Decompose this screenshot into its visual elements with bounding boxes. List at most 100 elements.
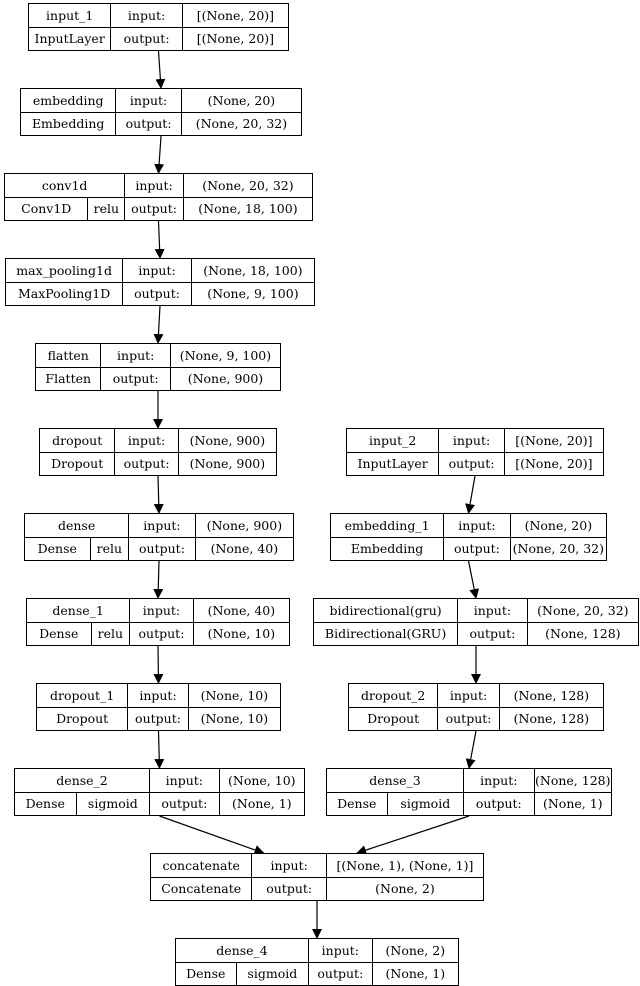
layer-row-input: flatten input:(None, 9, 100)	[36, 344, 280, 368]
layer-name: bidirectional(gru)	[329, 603, 442, 618]
layer-type: Bidirectional(GRU)	[324, 626, 447, 641]
output-label: output:	[129, 622, 193, 645]
input-shape: (None, 128)	[533, 769, 611, 792]
output-label: output:	[437, 707, 499, 730]
output-label: output:	[463, 792, 534, 815]
input-label: input:	[457, 599, 527, 622]
edge-dropout_1-to-dense_2	[154, 730, 165, 769]
layer-name: concatenate	[162, 858, 240, 873]
output-label: output:	[124, 197, 183, 220]
output-shape: (None, 10)	[192, 622, 289, 645]
input-label: input:	[251, 854, 326, 877]
output-shape: (None, 128)	[526, 622, 638, 645]
edge-dense_1-to-dropout_1	[153, 645, 164, 684]
input-shape: (None, 40)	[192, 599, 289, 622]
layer-activation: relu	[87, 197, 124, 220]
output-label: output:	[100, 367, 169, 390]
edge-embedding_1-to-bidirectional	[467, 560, 480, 599]
output-label: output:	[110, 27, 181, 50]
edge-dropout-to-dense	[153, 475, 164, 514]
output-label: output:	[251, 877, 326, 900]
layer-type: Dense	[186, 966, 226, 981]
output-shape: (None, 900)	[169, 367, 280, 390]
edge-max_pooling1d-to-flatten	[153, 305, 164, 344]
input-label: input:	[124, 174, 183, 197]
input-shape: (None, 128)	[498, 684, 603, 707]
layer-name: dropout	[52, 433, 103, 448]
output-shape: (None, 40)	[194, 537, 293, 560]
input-label: input:	[128, 514, 195, 537]
layer-activation: sigmoid	[235, 962, 308, 985]
layer-name: dropout_2	[360, 688, 426, 703]
input-shape: (None, 10)	[187, 684, 280, 707]
input-label: input:	[149, 769, 219, 792]
input-shape: [(None, 20)]	[181, 4, 288, 27]
input-label: input:	[100, 344, 169, 367]
layer-type: Dense	[39, 626, 79, 641]
output-shape: (None, 2)	[325, 877, 483, 900]
input-shape: (None, 20)	[509, 514, 606, 537]
output-label: output:	[149, 792, 219, 815]
layer-type: Dense	[37, 541, 77, 556]
edge-dense_3-to-concatenate	[356, 815, 470, 855]
input-label: input:	[308, 939, 372, 962]
output-label: output:	[122, 282, 191, 305]
input-shape: (None, 9, 100)	[169, 344, 280, 367]
edge-input_2-to-embedding_1	[465, 475, 476, 514]
layer-name: dense_1	[52, 603, 104, 618]
layer-type: Conv1D	[21, 201, 72, 216]
layer-activation: sigmoid	[75, 792, 150, 815]
edge-dense-to-dense_1	[153, 560, 164, 599]
layer-name: input_2	[368, 433, 417, 448]
input-shape: (None, 20, 32)	[182, 174, 312, 197]
layer-type: Flatten	[45, 371, 92, 386]
layer-type: MaxPooling1D	[17, 286, 111, 301]
layer-type: Dense	[25, 796, 65, 811]
layer-type: Embedding	[350, 541, 424, 556]
layer-name: flatten	[47, 348, 89, 363]
layer-node-flatten: flatten input:(None, 9, 100) Flatten output…	[35, 343, 281, 391]
layer-type: Dropout	[51, 456, 104, 471]
output-shape: (None, 1)	[371, 962, 458, 985]
edge-dropout_2-to-dense_3	[465, 730, 477, 769]
output-label: output:	[128, 537, 195, 560]
output-label: output:	[443, 537, 510, 560]
input-shape: [(None, 20)]	[503, 429, 603, 452]
output-label: output:	[308, 962, 372, 985]
layer-name: embedding_1	[344, 518, 430, 533]
layer-name: dense_4	[216, 943, 268, 958]
